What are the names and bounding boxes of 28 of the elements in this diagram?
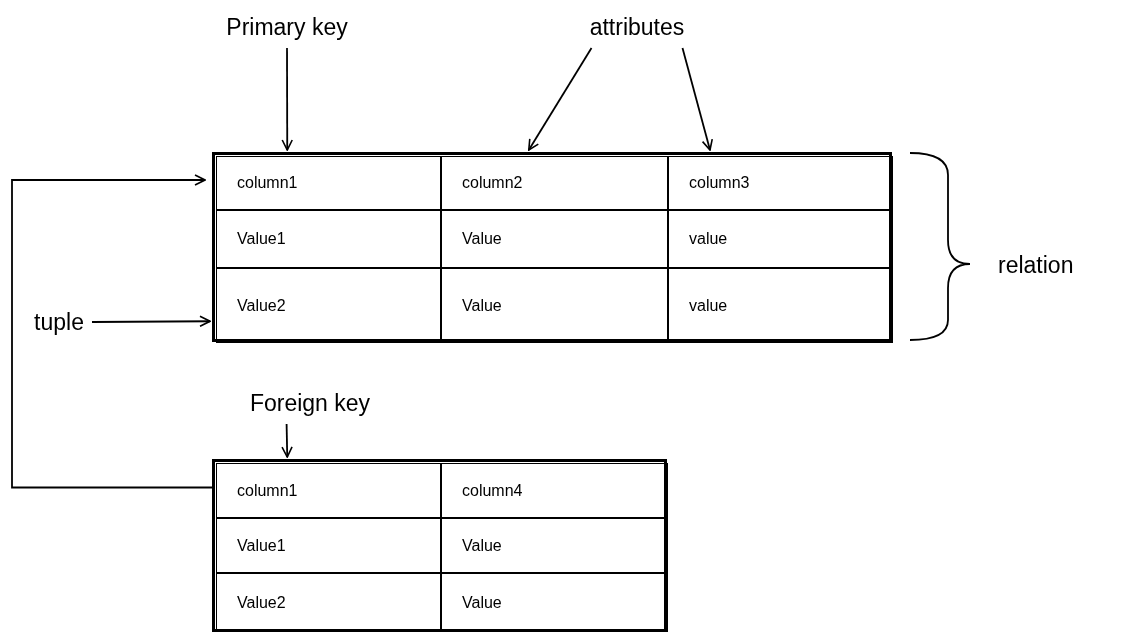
table-cell: Value — [441, 573, 668, 632]
annotation-label: Foreign key — [232, 384, 388, 422]
arrow — [281, 47, 294, 151]
arrow — [91, 315, 211, 328]
arrow — [527, 47, 593, 151]
table-cell: value — [668, 210, 893, 268]
annotation-label: tuple — [28, 303, 90, 341]
arrow — [11, 174, 214, 489]
table-cell: Value — [441, 268, 668, 343]
table — [211, 458, 667, 632]
table-cell: value — [668, 268, 893, 343]
arrow — [681, 47, 713, 151]
table-cell: Value — [441, 518, 668, 573]
relation-label: relation — [998, 251, 1074, 280]
table-cell: Value2 — [216, 268, 441, 343]
table-cell: Value2 — [216, 573, 441, 632]
table-cell: column1 — [216, 156, 441, 210]
table-cell: Value1 — [216, 210, 441, 268]
arrow — [281, 423, 293, 458]
table-cell: Value1 — [216, 518, 441, 573]
table-cell: column2 — [441, 156, 668, 210]
table-cell: column4 — [441, 463, 668, 518]
annotation-label: Primary key — [212, 8, 362, 46]
table — [211, 151, 892, 342]
annotation-label: attributes — [572, 8, 702, 46]
table-cell: column1 — [216, 463, 441, 518]
table-cell: column3 — [668, 156, 893, 210]
table-cell: Value — [441, 210, 668, 268]
